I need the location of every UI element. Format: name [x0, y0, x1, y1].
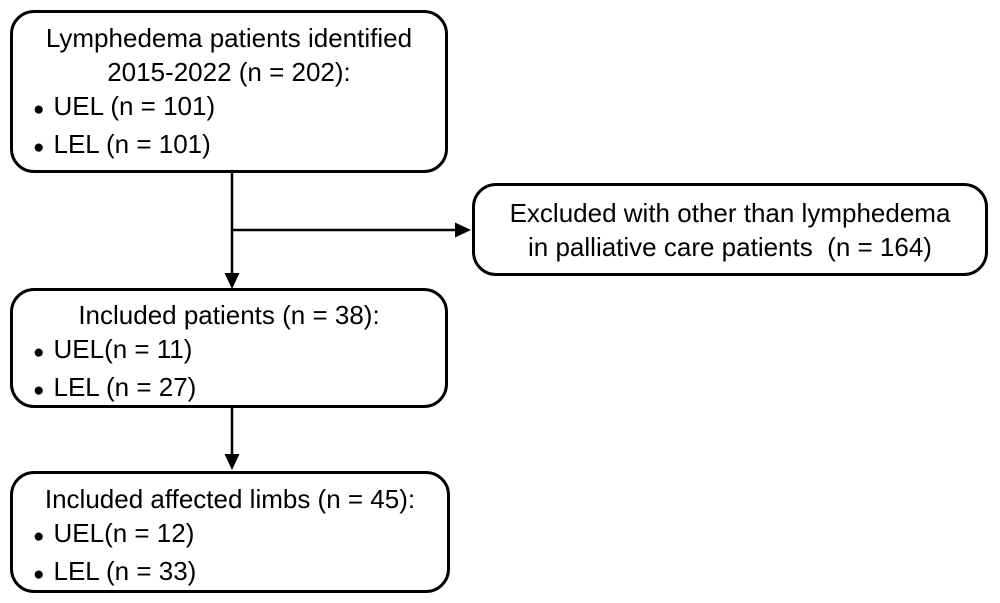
arrow-identified-to-included: [224, 173, 240, 289]
bullet-icon: ●: [33, 380, 45, 401]
identified-bullet-lel: ● LEL (n = 101): [27, 127, 431, 165]
arrow-included-to-limbs: [224, 408, 240, 470]
included-limbs-bullet-lel: ● LEL (n = 33): [27, 554, 433, 592]
included-patients-bullet-uel-text: UEL(n = 11): [53, 334, 193, 364]
included-limbs-heading: Included affected limbs (n = 45):: [44, 484, 416, 514]
included-patients-bullet-lel-text: LEL (n = 27): [53, 372, 197, 402]
included-limbs-bullet-uel: ● UEL(n = 12): [27, 516, 433, 554]
bullet-icon: ●: [33, 564, 45, 585]
included-patients-heading: Included patients (n = 38):: [78, 300, 380, 330]
identified-heading-line2: 2015-2022 (n = 202):: [107, 57, 351, 87]
included-limbs-box: Included affected limbs (n = 45): ● UEL(…: [10, 471, 450, 593]
arrow-to-excluded: [231, 222, 471, 238]
excluded-line2: in palliative care patients (n = 164): [528, 231, 932, 262]
included-patients-box: Included patients (n = 38): ● UEL(n = 11…: [10, 288, 448, 408]
identified-box: Lymphedema patients identified 2015-2022…: [10, 10, 448, 173]
bullet-icon: ●: [33, 526, 45, 547]
bullet-icon: ●: [33, 99, 45, 120]
excluded-line1: Excluded with other than lymphedema: [509, 197, 951, 228]
bullet-icon: ●: [33, 137, 45, 158]
identified-bullet-uel: ● UEL (n = 101): [27, 89, 431, 127]
included-patients-bullet-uel: ● UEL(n = 11): [27, 332, 431, 370]
bullet-icon: ●: [33, 342, 45, 363]
identified-bullet-uel-text: UEL (n = 101): [53, 91, 216, 121]
included-limbs-bullet-uel-text: UEL(n = 12): [53, 518, 195, 548]
identified-heading-line1: Lymphedema patients identified: [45, 23, 413, 53]
included-patients-bullet-lel: ● LEL (n = 27): [27, 370, 431, 408]
identified-bullet-lel-text: LEL (n = 101): [53, 129, 211, 159]
excluded-box: Excluded with other than lymphedema in p…: [472, 183, 988, 276]
included-limbs-bullet-lel-text: LEL (n = 33): [53, 556, 197, 586]
